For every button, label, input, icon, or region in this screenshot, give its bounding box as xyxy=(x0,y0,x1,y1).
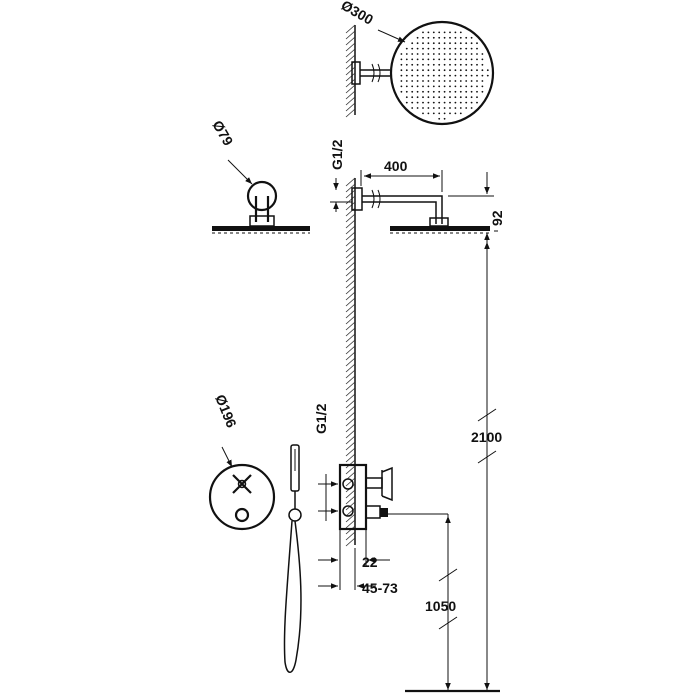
thread-upper-callout: G1/2 xyxy=(329,139,352,212)
arm-drop-dimension: 92 xyxy=(448,172,505,255)
wall-flange-diameter-callout: Ø79 xyxy=(209,118,253,185)
hand-shower xyxy=(283,444,302,673)
valve-plate-diameter-callout: Ø196 xyxy=(212,392,240,468)
arm-length-label: 400 xyxy=(384,158,408,174)
shower-head-disc xyxy=(389,20,495,126)
arm-drop-label: 92 xyxy=(489,210,505,226)
shower-hose xyxy=(283,520,302,673)
wall-flange-diameter-label: Ø79 xyxy=(209,118,236,149)
valve-body xyxy=(338,463,448,531)
shower-nozzles xyxy=(400,31,489,120)
valve-height-dimension: 1050 xyxy=(425,514,458,690)
shower-head-plate-side xyxy=(212,226,310,231)
wall-section-top xyxy=(345,24,356,118)
shower-head-side-view: Ø79 xyxy=(209,118,310,234)
valve-recess-label: 45-73 xyxy=(362,580,398,596)
valve-depth-label: 22 xyxy=(362,554,378,570)
valve-depth-dimension: 22 xyxy=(318,530,390,590)
diverter-knob xyxy=(234,507,250,523)
installation-elevation: G1/2 400 92 2100 xyxy=(313,139,505,693)
arm-length-dimension: 400 xyxy=(360,158,443,192)
shower-head-diameter-callout: Ø300 xyxy=(339,0,406,43)
thread-lower-label: G1/2 xyxy=(313,403,329,434)
thread-upper-label: G1/2 xyxy=(329,139,345,170)
thread-lower-callout: G1/2 xyxy=(313,403,338,521)
shower-head-plate-elevation xyxy=(390,226,490,231)
valve-recess-dimension: 45-73 xyxy=(318,548,398,596)
valve-plate-diameter-label: Ø196 xyxy=(212,392,240,430)
main-wall xyxy=(345,177,356,547)
head-height-dimension: 2100 xyxy=(471,240,502,690)
shower-head-front-view: Ø300 xyxy=(339,0,495,126)
valve-plate xyxy=(208,463,276,531)
wall-flange xyxy=(246,180,278,212)
cross-handle xyxy=(232,474,252,494)
shower-arm xyxy=(351,187,490,234)
shower-head-diameter-label: Ø300 xyxy=(339,0,377,28)
valve-height-label: 1050 xyxy=(425,598,456,614)
head-height-label: 2100 xyxy=(471,429,502,445)
ceiling-arm-mount xyxy=(351,61,390,85)
valve-plate-front-view: Ø196 xyxy=(208,392,276,531)
